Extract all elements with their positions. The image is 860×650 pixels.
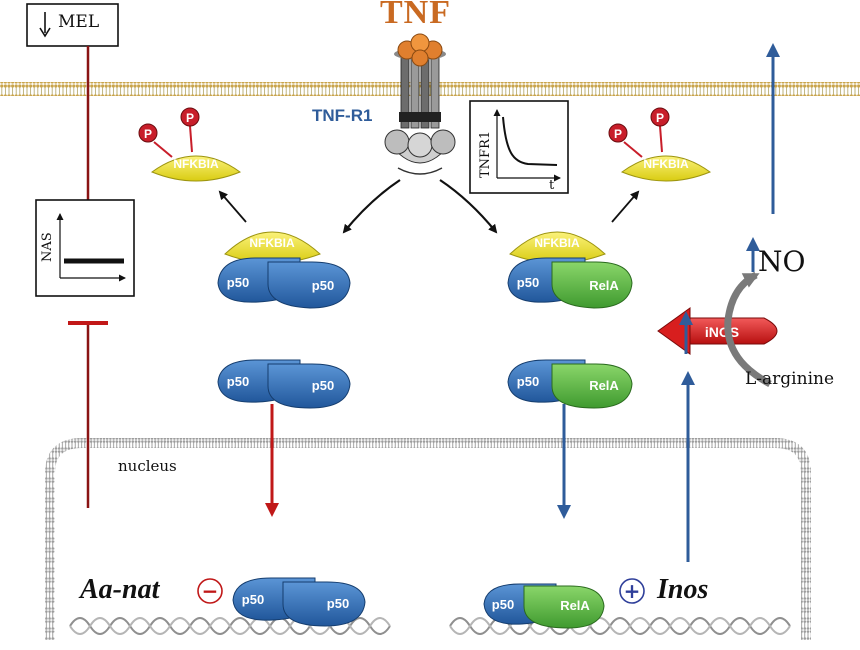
tnf-r1-label: TNF-R1 bbox=[312, 106, 373, 125]
nuclear-envelope bbox=[45, 438, 811, 640]
nfkbia-p50-rela-complex: NFKBIA p50 RelA bbox=[507, 231, 633, 309]
phosphate-label: P bbox=[144, 127, 152, 141]
minus-sign: − bbox=[202, 579, 219, 603]
rela-label: RelA bbox=[560, 598, 590, 613]
plus-sign: + bbox=[624, 579, 641, 603]
nfkbia-p50-p50-complex: NFKBIA p50 p50 bbox=[217, 231, 351, 309]
inos-enzyme: iNOS bbox=[657, 307, 778, 355]
phosphate-icon bbox=[180, 107, 200, 127]
rela-label: RelA bbox=[589, 278, 619, 293]
no-label: NO bbox=[758, 245, 806, 278]
time-axis-label: t bbox=[549, 178, 555, 193]
nfkbia-label: NFKBIA bbox=[534, 236, 580, 250]
cell-membrane bbox=[0, 82, 860, 96]
nas-inhibition bbox=[68, 321, 108, 508]
nucleus-label: nucleus bbox=[118, 457, 177, 475]
left-release-arrow bbox=[218, 190, 247, 223]
phosphate-label: P bbox=[186, 111, 194, 125]
phosphate-icon bbox=[138, 123, 158, 143]
tnfr1-axis-label: TNFR1 bbox=[478, 131, 493, 178]
receptor-to-left-complex-arrow bbox=[342, 179, 401, 234]
p50-rela-dimer: p50 RelA bbox=[507, 359, 633, 409]
nas-graph-box bbox=[35, 199, 135, 297]
phospho-nfkbia-right: NFKBIA P P bbox=[608, 107, 712, 182]
nfkbia-label: NFKBIA bbox=[643, 157, 689, 171]
dna-bound-p50-p50: p50 p50 bbox=[232, 577, 366, 627]
phosphate-label: P bbox=[614, 127, 622, 141]
phospho-nfkbia-left: NFKBIA P P bbox=[138, 107, 242, 182]
repression-sign-icon bbox=[197, 578, 223, 604]
p50-label: p50 bbox=[242, 592, 264, 607]
phosphate-label: P bbox=[656, 111, 664, 125]
l-arginine-label: L-arginine bbox=[745, 369, 835, 389]
tnf-receptor bbox=[384, 53, 456, 175]
p50-label: p50 bbox=[312, 378, 334, 393]
p50-label: p50 bbox=[227, 275, 249, 290]
mel-box bbox=[26, 3, 119, 47]
p50-label: p50 bbox=[492, 597, 514, 612]
phosphate-icon bbox=[650, 107, 670, 127]
decrease-arrow-icon bbox=[39, 12, 51, 38]
arginine-to-no-conversion-arrow bbox=[724, 271, 772, 388]
p50-label: p50 bbox=[517, 275, 539, 290]
tnf-trimer bbox=[394, 33, 446, 67]
dna-bound-p50-rela: p50 RelA bbox=[483, 583, 605, 629]
activation-sign-icon bbox=[619, 578, 645, 604]
p50-label: p50 bbox=[517, 374, 539, 389]
right-release-arrow bbox=[611, 190, 640, 223]
p50-label: p50 bbox=[227, 374, 249, 389]
nas-axis-label: NAS bbox=[40, 232, 55, 262]
p50-label: p50 bbox=[312, 278, 334, 293]
tnf-label: TNF bbox=[380, 0, 451, 31]
rela-label: RelA bbox=[589, 378, 619, 393]
inos-label: iNOS bbox=[705, 324, 739, 340]
inos-gene-label: Inos bbox=[657, 574, 709, 605]
p50-p50-dimer: p50 p50 bbox=[217, 359, 351, 409]
phosphate-icon bbox=[608, 123, 628, 143]
nfkbia-label: NFKBIA bbox=[249, 236, 295, 250]
p50-label: p50 bbox=[327, 596, 349, 611]
receptor-to-right-complex-arrow bbox=[439, 179, 498, 234]
nfkbia-label: NFKBIA bbox=[173, 157, 219, 171]
aa-nat-gene-label: Aa-nat bbox=[80, 574, 160, 605]
mel-label: MEL bbox=[58, 12, 100, 32]
tnfr1-decay-curve bbox=[502, 116, 558, 166]
